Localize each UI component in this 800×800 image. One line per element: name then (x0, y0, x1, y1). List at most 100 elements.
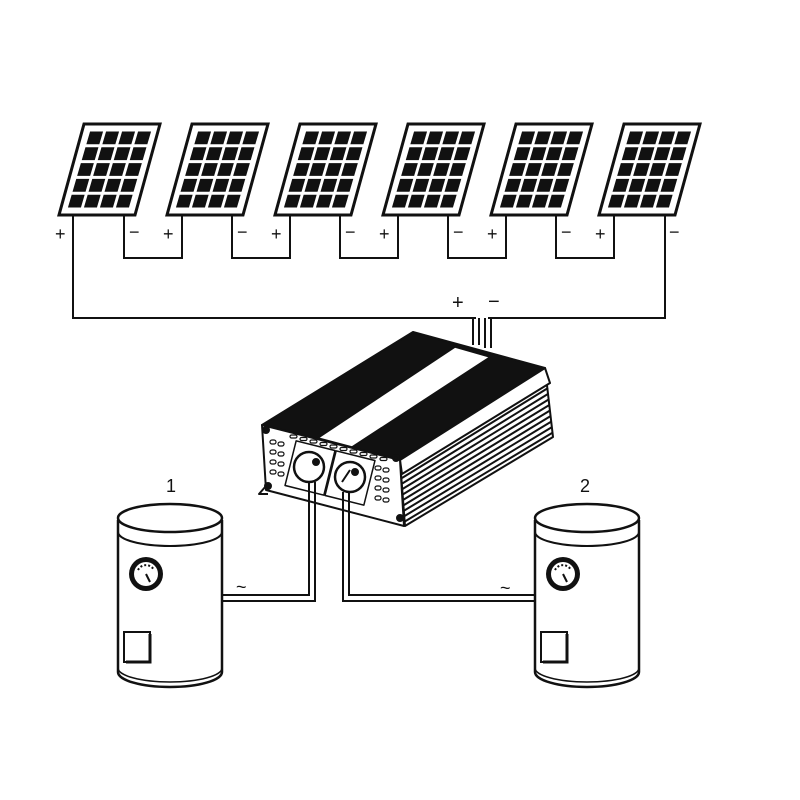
solar-cell (113, 147, 131, 161)
panel-plus-label: + (379, 224, 390, 244)
heater-1-label: 1 (166, 476, 176, 496)
inverter (258, 331, 554, 527)
solar-panel: +− (55, 122, 162, 244)
solar-cell (210, 131, 228, 145)
solar-cell (217, 163, 234, 176)
solar-cell (189, 147, 207, 161)
dc-wiring (72, 215, 666, 319)
solar-cell (642, 131, 660, 145)
solar-cell (283, 194, 301, 208)
solar-cell (304, 178, 322, 192)
solar-cell (302, 131, 320, 145)
solar-cell (655, 194, 673, 208)
solar-cell (423, 194, 441, 208)
solar-cell (88, 178, 106, 192)
solar-cell (617, 163, 634, 176)
solar-cell (557, 163, 574, 176)
solar-cell (334, 131, 352, 145)
solar-cell (331, 194, 349, 208)
solar-cell (293, 163, 310, 176)
solar-cell (341, 163, 358, 176)
inverter-minus-label: − (488, 291, 500, 313)
solar-cell (118, 131, 136, 145)
solar-cell (67, 194, 85, 208)
solar-cell (513, 147, 531, 161)
solar-panel: +− (271, 122, 378, 244)
solar-cell (417, 163, 434, 176)
solar-cell (315, 194, 333, 208)
solar-cell (318, 131, 336, 145)
solar-cell (547, 194, 565, 208)
solar-panel-array: +−+−+−+−+−+− (55, 122, 702, 244)
solar-cell (644, 178, 662, 192)
solar-cell (566, 131, 584, 145)
solar-cell (626, 131, 644, 145)
solar-cell (665, 163, 682, 176)
solar-cell (612, 178, 630, 192)
solar-cell (405, 147, 423, 161)
solar-cell (437, 147, 455, 161)
solar-cell (233, 163, 250, 176)
solar-cell (639, 194, 657, 208)
ac-socket-2 (333, 460, 367, 494)
solar-cell (453, 147, 471, 161)
solar-cell (99, 194, 117, 208)
thermometer-gauge-icon (129, 557, 163, 591)
panel-minus-label: − (129, 222, 140, 242)
panel-minus-label: − (345, 222, 356, 242)
solar-cell (180, 178, 198, 192)
solar-cell (449, 163, 466, 176)
solar-cell (458, 131, 476, 145)
power-switch (123, 631, 152, 664)
solar-cell (669, 147, 687, 161)
solar-cell (520, 178, 538, 192)
solar-cell (623, 194, 641, 208)
solar-cell (426, 131, 444, 145)
solar-cell (531, 194, 549, 208)
solar-cell (518, 131, 536, 145)
solar-cell (541, 163, 558, 176)
solar-panel: +− (487, 122, 594, 244)
inverter-dc-leads (472, 318, 492, 348)
solar-panel: +− (163, 122, 270, 244)
power-switch (540, 631, 569, 664)
solar-cell (109, 163, 126, 176)
panel-plus-label: + (487, 224, 498, 244)
solar-cell (77, 163, 94, 176)
solar-cell (325, 163, 342, 176)
solar-cell (525, 163, 542, 176)
solar-cell (97, 147, 115, 161)
solar-cell (81, 147, 99, 161)
ac-cables (222, 482, 535, 602)
solar-cell (205, 147, 223, 161)
solar-cell (201, 163, 218, 176)
solar-cell (185, 163, 202, 176)
solar-cell (439, 194, 457, 208)
solar-cell (350, 131, 368, 145)
solar-cell (320, 178, 338, 192)
ac-label-1: ~ (236, 577, 247, 597)
solar-cell (396, 178, 414, 192)
solar-cell (649, 163, 666, 176)
solar-cell (504, 178, 522, 192)
solar-cell (607, 194, 625, 208)
solar-cell (86, 131, 104, 145)
solar-cell (637, 147, 655, 161)
solar-cell (191, 194, 209, 208)
solar-cell (313, 147, 331, 161)
solar-cell (633, 163, 650, 176)
solar-cell (221, 147, 239, 161)
solar-cell (242, 131, 260, 145)
solar-cell (83, 194, 101, 208)
solar-cell (207, 194, 225, 208)
solar-cell (674, 131, 692, 145)
solar-cell (237, 147, 255, 161)
solar-cell (299, 194, 317, 208)
panel-minus-label: − (561, 222, 572, 242)
solar-cell (345, 147, 363, 161)
solar-cell (401, 163, 418, 176)
heater-2-label: 2 (580, 476, 590, 496)
solar-cell (545, 147, 563, 161)
solar-cell (658, 131, 676, 145)
